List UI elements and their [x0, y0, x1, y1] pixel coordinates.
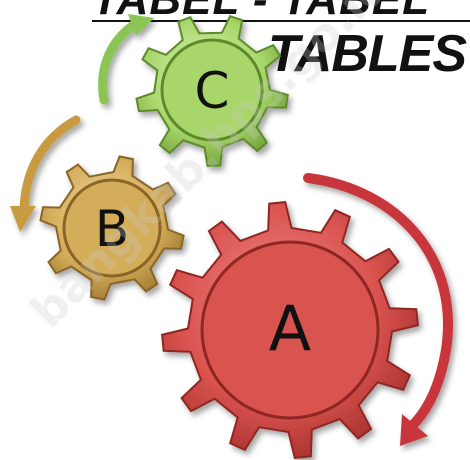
gear-b-label: B	[95, 200, 129, 258]
gear-a-label: A	[269, 292, 311, 365]
gear-c-label: C	[195, 62, 230, 120]
